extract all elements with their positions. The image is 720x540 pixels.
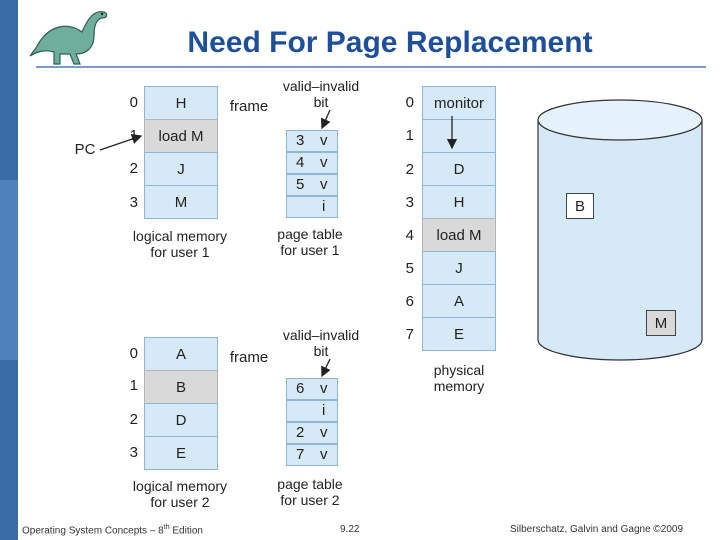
disk-cylinder	[537, 99, 703, 361]
sidebar-stripe	[0, 0, 18, 540]
user2-page-cell: B	[144, 370, 218, 404]
user2-page-index: 3	[129, 444, 138, 461]
physical-memory-caption: physical memory	[433, 362, 485, 394]
user2-logical-caption: logical memory for user 2	[132, 478, 228, 510]
user2-frame-label: frame	[229, 349, 269, 366]
valid-bit-arrow-user2	[321, 358, 331, 378]
pc-label: PC	[74, 141, 96, 158]
user1-valid-invalid-label: valid–invalid bit	[282, 78, 360, 110]
frame-index: 4	[405, 227, 414, 244]
frame-index: 6	[405, 293, 414, 310]
page-title: Need For Page Replacement	[187, 26, 593, 59]
footer-slide-number: 9.22	[340, 524, 360, 535]
user2-page-table-caption: page table for user 2	[277, 476, 343, 508]
physical-frame: E	[422, 317, 496, 351]
disk-block-m: M	[646, 310, 676, 336]
user2-page-index: 0	[129, 345, 138, 362]
user1-page-table-caption: page table for user 1	[277, 226, 343, 258]
disk-block-b: B	[566, 193, 594, 219]
frame-index: 7	[405, 326, 414, 343]
frame-index: 0	[405, 94, 414, 111]
dinosaur-logo	[29, 11, 108, 65]
physical-frame: load M	[422, 218, 496, 252]
user1-page-index: 0	[129, 94, 138, 111]
pc-arrow	[99, 134, 143, 151]
user1-logical-caption: logical memory for user 1	[132, 228, 228, 260]
user2-page-index: 1	[129, 377, 138, 394]
physical-frame: monitor	[422, 86, 496, 120]
user1-page-cell: M	[144, 185, 218, 219]
footer-authors: Silberschatz, Galvin and Gagne ©2009	[510, 524, 684, 535]
physical-frame: J	[422, 251, 496, 285]
frame-index: 2	[405, 161, 414, 178]
user2-page-cell: E	[144, 436, 218, 470]
user2-valid-invalid-label: valid–invalid bit	[282, 327, 360, 359]
valid-bit-arrow-user1	[320, 109, 331, 130]
user1-page-cell: H	[144, 86, 218, 120]
user1-page-index: 3	[129, 194, 138, 211]
user2-page-index: 2	[129, 411, 138, 428]
user1-page-index: 2	[129, 160, 138, 177]
user2-page-cell: A	[144, 337, 218, 371]
page-table-entry: i	[286, 196, 338, 218]
frame-index: 3	[405, 194, 414, 211]
frame-index: 5	[405, 260, 414, 277]
frame-index: 1	[405, 127, 414, 144]
user1-frame-label: frame	[229, 98, 269, 115]
page-table-entry: i	[286, 400, 338, 422]
title-underline	[36, 66, 706, 68]
user2-page-cell: D	[144, 403, 218, 437]
footer-book-title: Operating System Concepts – 8th Edition	[22, 524, 203, 537]
